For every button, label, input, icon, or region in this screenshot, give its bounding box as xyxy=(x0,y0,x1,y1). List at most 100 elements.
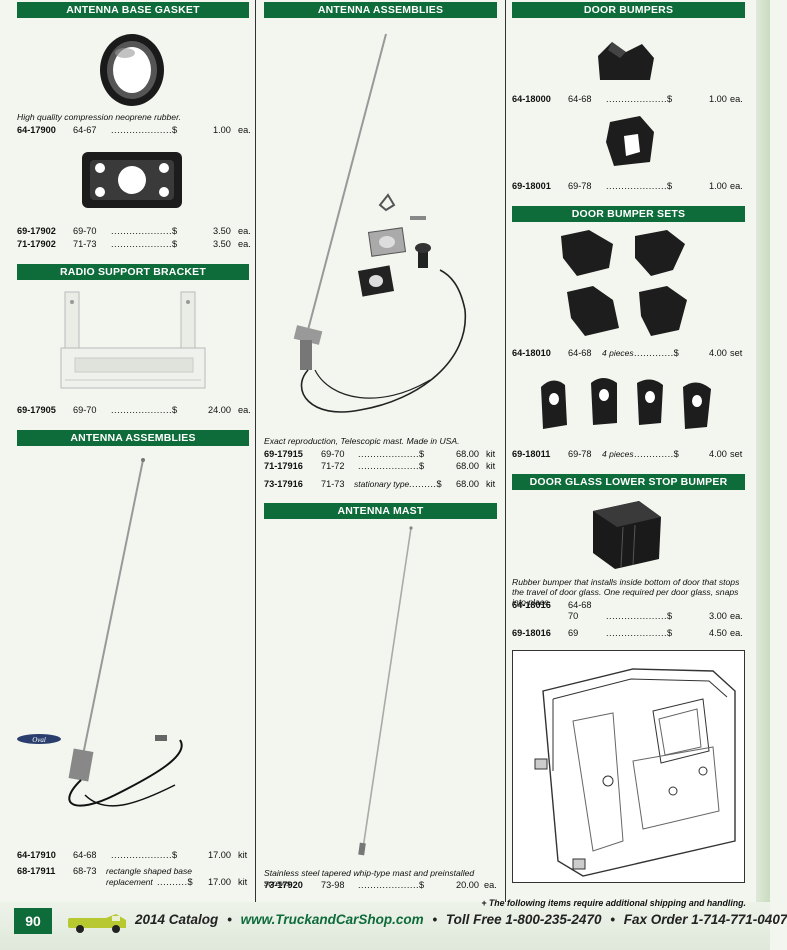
year-range: 64-68 xyxy=(568,348,592,358)
year-range: 69-70 xyxy=(73,226,97,236)
product-row: 64-17900 64-67 ....................$ 1.0… xyxy=(17,125,251,135)
product-row: 64-18000 64-68 ....................$ 1.0… xyxy=(512,94,743,104)
product-row: 69-17915 69-70 ....................$ 68.… xyxy=(264,449,496,459)
unit: kit xyxy=(238,850,248,860)
door-bumper-image xyxy=(606,116,654,166)
year-range: 69-78 xyxy=(568,449,592,459)
section-header-antenna-base-gasket: ANTENNA BASE GASKET xyxy=(17,2,249,18)
price: 3.50 xyxy=(213,239,231,249)
price: 3.00 xyxy=(709,611,727,621)
year-range: 68-73 xyxy=(73,866,97,876)
year-range: 70 xyxy=(568,611,579,621)
unit: ea. xyxy=(238,239,251,249)
section-header-antenna-mast: ANTENNA MAST xyxy=(264,503,497,519)
price: 17.00 xyxy=(208,877,231,887)
price: 4.00 xyxy=(709,449,727,459)
column-divider xyxy=(505,0,506,902)
product-row: 69-18016 69 ....................$ 4.50 e… xyxy=(512,628,743,638)
part-number: 69-18016 xyxy=(512,628,551,638)
telescopic-antenna-image xyxy=(293,33,467,413)
section-header-antenna-assemblies: ANTENNA ASSEMBLIES xyxy=(17,430,249,446)
part-number: 73-17920 xyxy=(264,880,303,890)
column-divider xyxy=(255,0,256,902)
product-row: 64-17910 64-68 ....................$ 17.… xyxy=(17,850,248,860)
unit: kit xyxy=(486,449,496,459)
year-range: 69-70 xyxy=(321,449,345,459)
radio-bracket-image xyxy=(60,291,206,389)
part-number: 71-17902 xyxy=(17,239,56,249)
unit: ea. xyxy=(238,125,251,135)
rectangular-gasket-image xyxy=(82,152,182,208)
unit: kit xyxy=(238,877,248,887)
price: 20.00 xyxy=(456,880,479,890)
unit: ea. xyxy=(730,628,743,638)
product-row: 69-18011 69-78 4 pieces .............$ 4… xyxy=(512,449,743,459)
bumper-set-image xyxy=(541,378,711,429)
part-number: 71-17916 xyxy=(264,461,303,471)
year-range: 64-68 xyxy=(73,850,97,860)
unit: ea. xyxy=(730,94,743,104)
unit: ea. xyxy=(730,181,743,191)
plus-icon: + xyxy=(481,898,487,908)
unit: set xyxy=(730,348,743,358)
year-range: 64-68 xyxy=(568,94,592,104)
section-header-radio-support-bracket: RADIO SUPPORT BRACKET xyxy=(17,264,249,280)
truck-icon xyxy=(68,914,126,933)
unit: kit xyxy=(486,461,496,471)
product-row: 71-17902 71-73 ....................$ 3.5… xyxy=(17,239,251,249)
door-installation-diagram xyxy=(512,650,745,883)
antenna-mast-image xyxy=(358,526,413,856)
assemblies-description: Exact reproduction, Telescopic mast. Mad… xyxy=(264,436,460,446)
product-row: 71-17916 71-72 ....................$ 68.… xyxy=(264,461,496,471)
footer-contact-line: 2014 Catalog • www.TruckandCarShop.com •… xyxy=(135,912,787,927)
price: 4.50 xyxy=(709,628,727,638)
mast-description: Stainless steel tapered whip-type mast a… xyxy=(264,868,475,888)
year-range: 69-70 xyxy=(73,405,97,415)
unit: set xyxy=(730,449,743,459)
product-row: 64-18010 64-68 4 pieces .............$ 4… xyxy=(512,348,743,358)
price: 4.00 xyxy=(709,348,727,358)
page-number: 90 xyxy=(14,908,52,934)
product-row: 69-17905 69-70 ....................$ 24.… xyxy=(17,405,251,415)
part-number: 64-17900 xyxy=(17,125,56,135)
stop-bumper-image xyxy=(593,501,661,569)
edge-rail xyxy=(756,0,770,905)
section-header-door-bumpers: DOOR BUMPERS xyxy=(512,2,745,18)
year-range: 69 xyxy=(568,628,579,638)
oval-logo-text: Oval xyxy=(32,736,46,744)
year-range: 64-67 xyxy=(73,125,97,135)
year-range: 71-72 xyxy=(321,461,345,471)
price: 1.00 xyxy=(213,125,231,135)
antenna-assembly-image: Oval xyxy=(17,458,183,807)
year-range: 69-78 xyxy=(568,181,592,191)
year-range: 73-98 xyxy=(321,880,345,890)
price: 68.00 xyxy=(456,449,479,459)
part-number: 64-17910 xyxy=(17,850,56,860)
part-number: 69-17915 xyxy=(264,449,303,459)
item-note: 4 pieces xyxy=(602,348,634,358)
section-header-door-glass-lower-stop-bumper: DOOR GLASS LOWER STOP BUMPER xyxy=(512,474,745,490)
year-range: 64-68 xyxy=(568,600,592,610)
year-range: 71-73 xyxy=(321,479,345,489)
price: 3.50 xyxy=(213,226,231,236)
part-number: 69-17905 xyxy=(17,405,56,415)
product-row: 69-17902 69-70 ....................$ 3.5… xyxy=(17,226,251,236)
item-note: stationary type xyxy=(354,479,410,489)
part-number: 64-18000 xyxy=(512,94,551,104)
price: 17.00 xyxy=(208,850,231,860)
fax-number: Fax Order 1-714-771-0407 xyxy=(623,912,787,927)
stop-bumper-description: Rubber bumper that installs inside botto… xyxy=(512,577,740,607)
unit: ea. xyxy=(484,880,497,890)
product-row: 64-18016 64-68 70 ....................$ … xyxy=(512,600,743,621)
section-header-antenna-assemblies-2: ANTENNA ASSEMBLIES xyxy=(264,2,497,18)
unit: ea. xyxy=(238,226,251,236)
part-number: 69-17902 xyxy=(17,226,56,236)
price: 1.00 xyxy=(709,94,727,104)
door-bumper-image xyxy=(598,42,654,80)
website-link[interactable]: www.TruckandCarShop.com xyxy=(240,912,424,927)
product-row: 73-17916 71-73 stationary type .........… xyxy=(264,479,496,489)
bumper-set-image xyxy=(561,230,687,336)
item-note: rectangle shaped base xyxy=(106,866,193,876)
product-row: 73-17920 73-98 ....................$ 20.… xyxy=(264,880,497,890)
